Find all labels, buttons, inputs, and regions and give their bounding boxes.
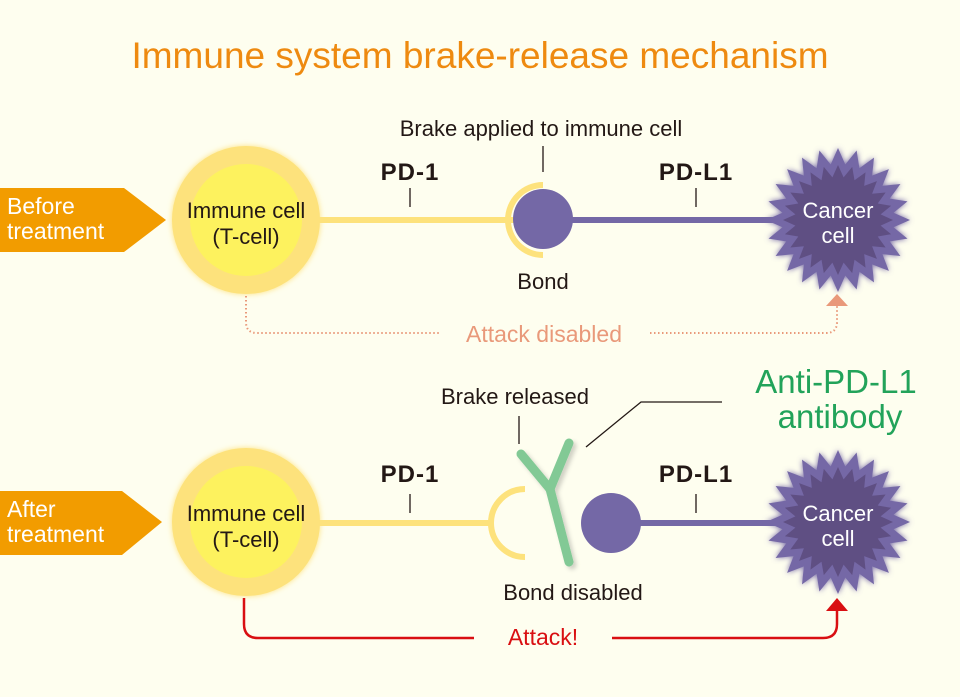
cancer-cell-sublabel: cell [821,526,854,551]
bond-label: Bond [517,269,568,294]
antibody-sublabel: antibody [778,398,903,435]
tag-arrow-shape [0,188,166,252]
bond-disabled-label: Bond disabled [503,580,642,605]
pd1-label: PD-1 [381,159,440,186]
attack-path-left [242,598,474,640]
before-treatment-row: Before treatment Immune cell (T-cell) PD… [0,116,910,347]
immune-cell-sublabel: (T-cell) [212,224,279,249]
attack-arrowhead [826,598,848,611]
immune-cell-label: Immune cell [187,501,306,526]
after-treatment-tag: After treatment [0,491,162,555]
page-title: Immune system brake-release mechanism [131,35,828,76]
pd1-cup-open [488,486,526,560]
attack-disabled-path-right [650,306,838,334]
cancer-cell: Cancer cell [766,148,910,292]
immune-cell-inner [190,164,302,276]
cancer-cell-sublabel: cell [821,223,854,248]
brake-released-label: Brake released [441,384,589,409]
immune-cell-inner [190,466,302,578]
antibody-stem [545,484,574,567]
attack-disabled-path-left [245,296,440,334]
attack-disabled-label: Attack disabled [466,321,622,347]
attack-path-right [612,610,839,640]
immune-cell: Immune cell (T-cell) [172,448,320,596]
tag-line1: Before [7,193,75,219]
tag-line2: treatment [7,218,105,244]
before-treatment-tag: Before treatment [0,188,166,252]
cancer-cell-inner [783,467,893,577]
antibody-leader-line [585,401,722,448]
cancer-cell-inner [783,165,893,275]
anti-pdl1-antibody [516,438,574,567]
immune-cell-label: Immune cell [187,198,306,223]
immune-cell: Immune cell (T-cell) [172,146,320,294]
cancer-cell-label: Cancer [803,501,874,526]
antibody-label: Anti-PD-L1 [755,363,916,400]
antibody-arm-left [516,449,555,494]
tag-line2: treatment [7,521,105,547]
brake-applied-label: Brake applied to immune cell [400,116,682,141]
pdl1-ball [513,189,573,249]
cancer-cell-label: Cancer [803,198,874,223]
pdl1-label: PD-L1 [659,159,733,186]
antibody-arm-right [545,438,574,494]
pdl1-ball [581,493,641,553]
pdl1-label: PD-L1 [659,461,733,488]
attack-label: Attack! [508,624,578,650]
pd1-label: PD-1 [381,461,440,488]
immune-cell-sublabel: (T-cell) [212,527,279,552]
cancer-cell: Cancer cell [766,450,910,594]
pd1-cup [505,182,543,258]
tag-line1: After [7,496,56,522]
after-treatment-row: After treatment Immune cell (T-cell) PD-… [0,363,917,650]
attack-disabled-arrowhead [826,294,848,306]
tag-arrow-shape [0,491,162,555]
